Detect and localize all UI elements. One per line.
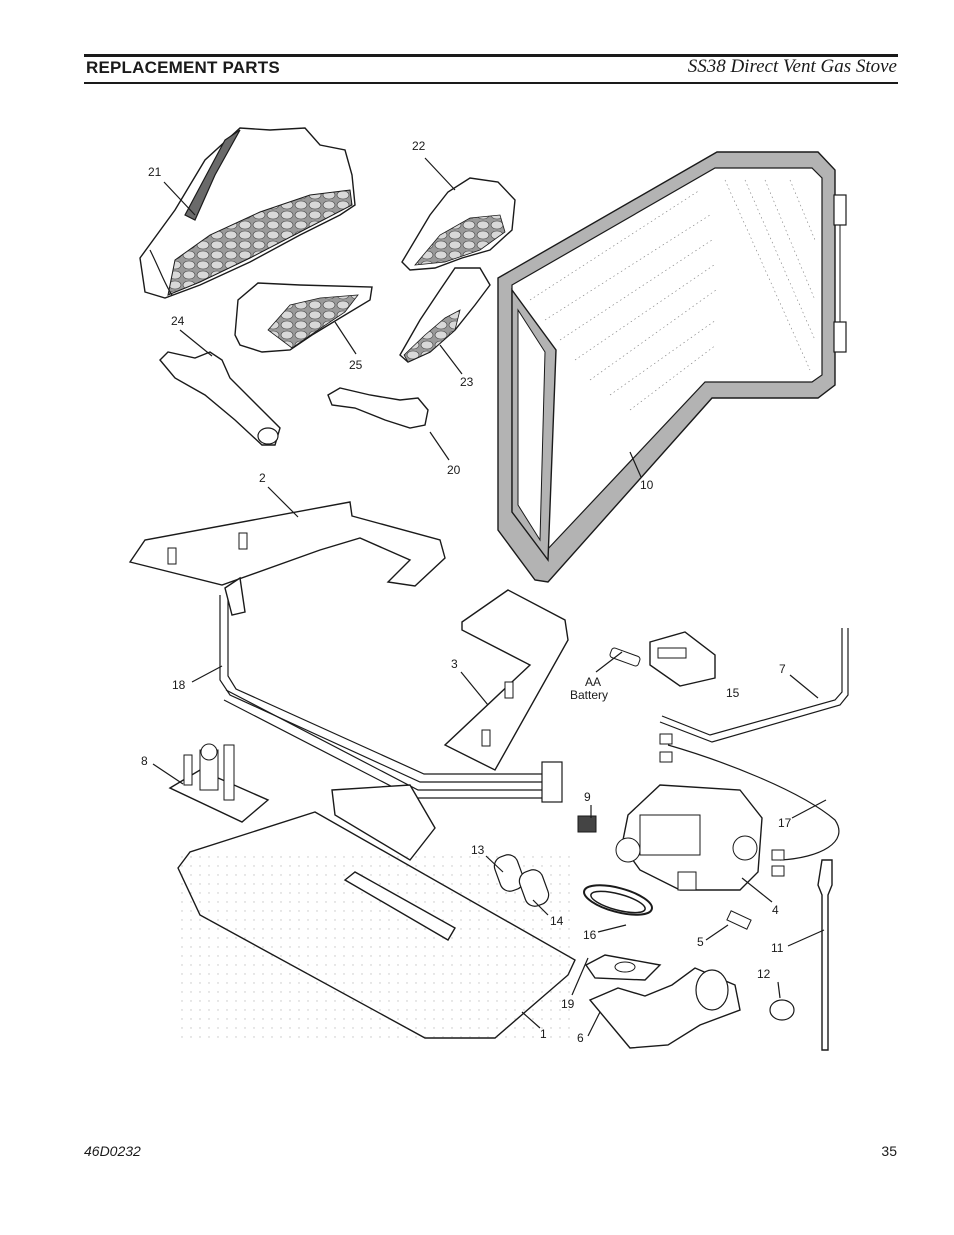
callout-11: 11 xyxy=(771,941,784,955)
callout-23: 23 xyxy=(460,375,474,389)
part-3-baffle xyxy=(443,589,569,771)
part-8-pilot-assembly xyxy=(168,743,270,823)
callout-2: 2 xyxy=(259,471,266,485)
part-10-glass-door xyxy=(497,151,847,583)
callout-1: 1 xyxy=(540,1027,547,1041)
callout-9: 9 xyxy=(584,790,591,804)
page-number: 35 xyxy=(881,1143,897,1159)
part-24-log xyxy=(159,351,281,446)
callout-6: 6 xyxy=(577,1031,584,1045)
part-6-elbow xyxy=(588,967,741,1049)
part-12-cap xyxy=(769,999,795,1021)
leader-lines xyxy=(152,157,827,1037)
battery-label-battery: Battery xyxy=(570,688,608,702)
part-21-rear-log xyxy=(139,127,356,299)
callout-14: 14 xyxy=(550,914,564,928)
part-25-log xyxy=(234,282,373,353)
part-7-tube xyxy=(659,628,849,743)
callout-24: 24 xyxy=(171,314,185,328)
part-11-rod xyxy=(817,859,833,1051)
part-1-bottom-pan xyxy=(175,784,576,1040)
callout-15: 15 xyxy=(726,686,740,700)
part-15-battery-holder xyxy=(649,631,716,687)
callout-19: 19 xyxy=(561,997,575,1011)
part-22-log xyxy=(401,177,516,271)
header-rule-bottom xyxy=(84,82,898,84)
callout-13: 13 xyxy=(471,843,485,857)
callout-12: 12 xyxy=(757,967,771,981)
callout-8: 8 xyxy=(141,754,148,768)
part-16-wire-harness xyxy=(583,884,653,916)
part-2-shelf-plate xyxy=(128,501,446,587)
callout-17: 17 xyxy=(778,816,792,830)
callout-3: 3 xyxy=(451,657,458,671)
part-14-knob xyxy=(518,869,550,907)
header-rule-top xyxy=(84,54,898,57)
doc-number: 46D0232 xyxy=(84,1143,141,1159)
callout-4: 4 xyxy=(772,903,779,917)
callout-7: 7 xyxy=(779,662,786,676)
callout-20: 20 xyxy=(447,463,461,477)
callout-22: 22 xyxy=(412,139,426,153)
callout-labels: 21 22 24 25 23 20 2 10 18 3 AA Battery 1… xyxy=(141,139,792,1045)
part-19-gasket xyxy=(584,954,662,981)
part-4-gas-valve xyxy=(615,784,763,891)
callout-5: 5 xyxy=(697,935,704,949)
callout-18: 18 xyxy=(172,678,186,692)
part-23-log xyxy=(399,267,491,363)
battery-label-aa: AA xyxy=(585,675,601,689)
part-9-switch xyxy=(577,815,597,833)
section-title: REPLACEMENT PARTS xyxy=(86,58,280,77)
part-17-wire xyxy=(659,733,840,877)
part-18-burner-tube xyxy=(219,576,563,803)
part-5-fitting xyxy=(726,910,752,930)
part-13-knob xyxy=(493,854,525,892)
part-20-log xyxy=(327,387,429,429)
callout-16: 16 xyxy=(583,928,597,942)
product-title: SS38 Direct Vent Gas Stove xyxy=(687,56,897,77)
aa-battery xyxy=(609,647,641,667)
callout-21: 21 xyxy=(148,165,162,179)
callout-10: 10 xyxy=(640,478,654,492)
callout-25: 25 xyxy=(349,358,363,372)
